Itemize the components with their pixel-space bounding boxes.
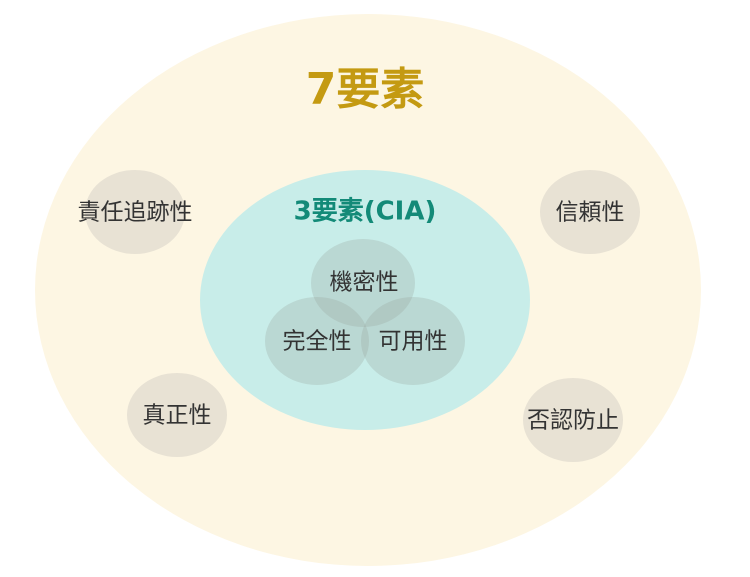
label-reliability: 信頼性 bbox=[556, 200, 625, 226]
label-confidentiality: 機密性 bbox=[330, 270, 399, 296]
small-ellipse-reliability bbox=[540, 170, 640, 254]
small-ellipse-accountability bbox=[85, 170, 185, 254]
title: 7要素 bbox=[306, 64, 425, 115]
small-ellipse-authenticity bbox=[127, 373, 227, 457]
label-integrity: 完全性 bbox=[283, 329, 352, 355]
inner-title: 3要素(CIA) bbox=[294, 197, 437, 227]
circle-availability bbox=[361, 297, 465, 385]
label-authenticity: 真正性 bbox=[143, 403, 212, 429]
small-ellipse-non-repudiation bbox=[523, 378, 623, 462]
label-accountability: 責任追跡性 bbox=[78, 200, 193, 226]
circle-confidentiality bbox=[311, 239, 415, 327]
circle-integrity bbox=[265, 297, 369, 385]
inner-ellipse bbox=[200, 170, 530, 430]
label-availability: 可用性 bbox=[379, 329, 448, 355]
label-non-repudiation: 否認防止 bbox=[527, 408, 619, 434]
